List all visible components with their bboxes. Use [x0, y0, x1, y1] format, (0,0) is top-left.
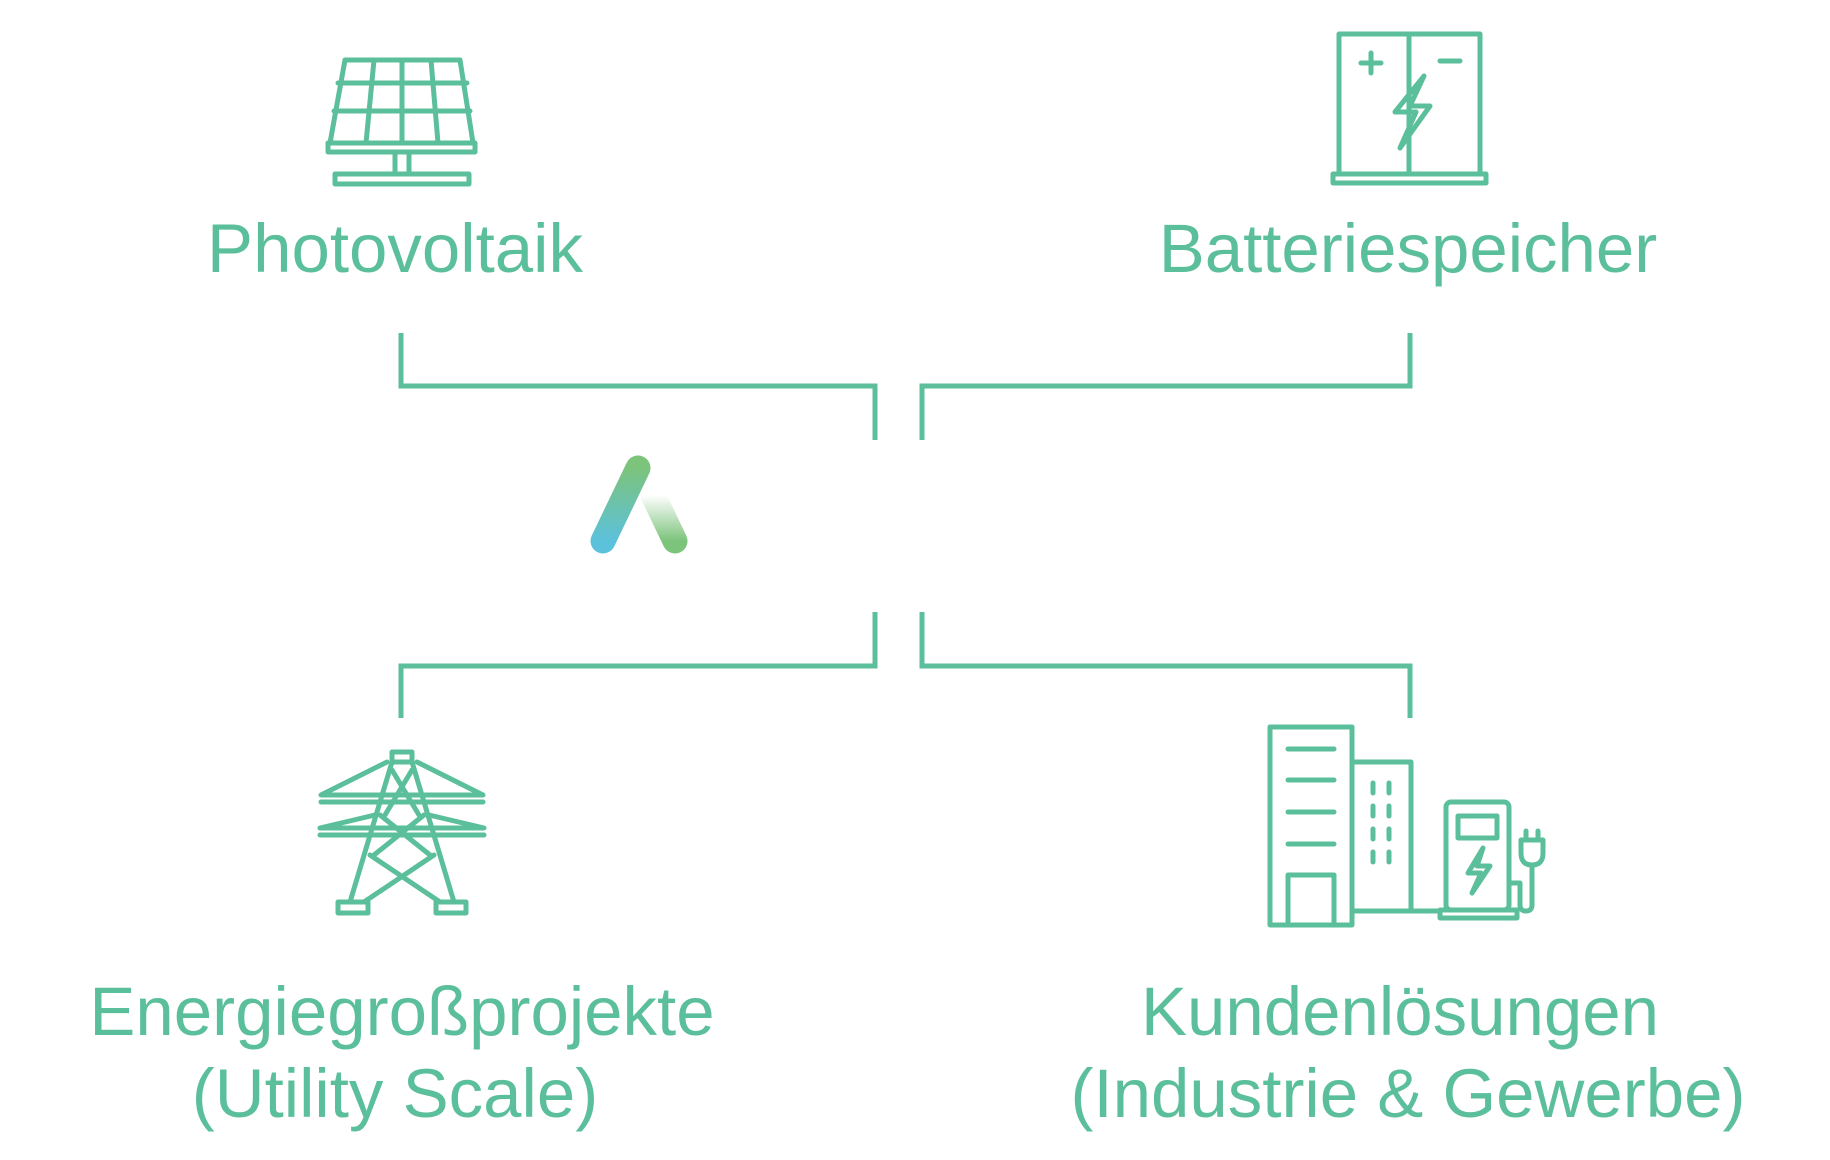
label-kundenloesungen-line1: Kundenlösungen: [1141, 973, 1659, 1050]
power-pylon-icon: [317, 749, 487, 916]
label-utility-scale-line2: (Utility Scale): [192, 1055, 598, 1132]
building-charging-station-icon: [1267, 724, 1546, 928]
label-batteriespeicher: Batteriespeicher: [1159, 210, 1658, 287]
connector-photovoltaik: [398, 333, 878, 440]
solar-panel-icon: [325, 57, 478, 187]
label-kundenloesungen-line2: (Industrie & Gewerbe): [1071, 1055, 1746, 1132]
label-photovoltaik: Photovoltaik: [207, 210, 583, 287]
company-logo-mark: [590, 455, 688, 554]
logo-stroke-right: [640, 482, 688, 554]
connector-kundenloesungen: [919, 612, 1413, 718]
connector-batteriespeicher: [919, 333, 1413, 440]
label-utility-scale-line1: Energiegroßprojekte: [89, 973, 714, 1050]
connector-lines: [398, 333, 1413, 718]
connector-utility-scale: [398, 612, 878, 718]
battery-storage-icon: [1330, 31, 1489, 186]
logo-stroke-left: [590, 455, 651, 554]
